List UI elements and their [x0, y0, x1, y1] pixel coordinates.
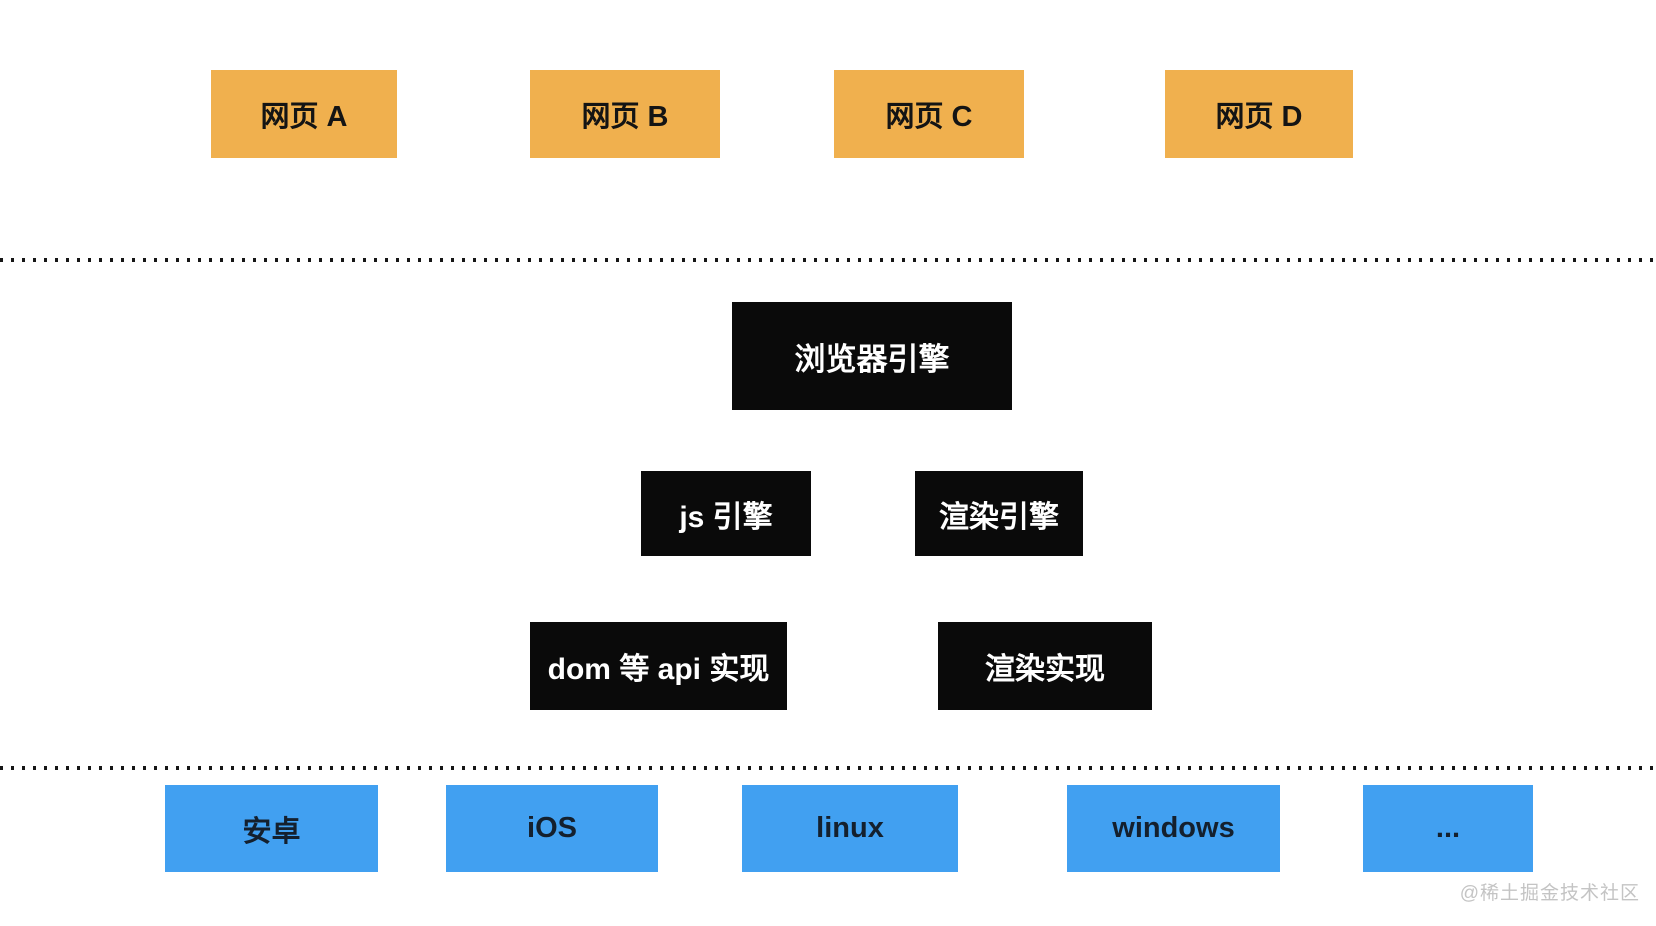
webpage-a-box: 网页 A	[211, 70, 397, 158]
render-implementation-box: 渲染实现	[938, 622, 1152, 710]
os-box-ios: iOS	[446, 785, 658, 872]
webpage-d-box: 网页 D	[1165, 70, 1353, 158]
render-engine-box: 渲染引擎	[915, 471, 1083, 556]
watermark-juejin-community: @稀土掘金技术社区	[1459, 883, 1640, 904]
os-box-windows: windows	[1067, 785, 1280, 872]
os-box-android: 安卓	[165, 785, 378, 872]
js-engine-box: js 引擎	[641, 471, 811, 556]
os-box-more: ...	[1363, 785, 1533, 872]
separator-engine-os	[0, 766, 1656, 770]
separator-webpages-engine	[0, 258, 1656, 262]
webpage-b-box: 网页 B	[530, 70, 720, 158]
browser-engine-box: 浏览器引擎	[732, 302, 1012, 410]
os-box-linux: linux	[742, 785, 958, 872]
webpage-c-box: 网页 C	[834, 70, 1024, 158]
dom-api-implementation-box: dom 等 api 实现	[530, 622, 787, 710]
